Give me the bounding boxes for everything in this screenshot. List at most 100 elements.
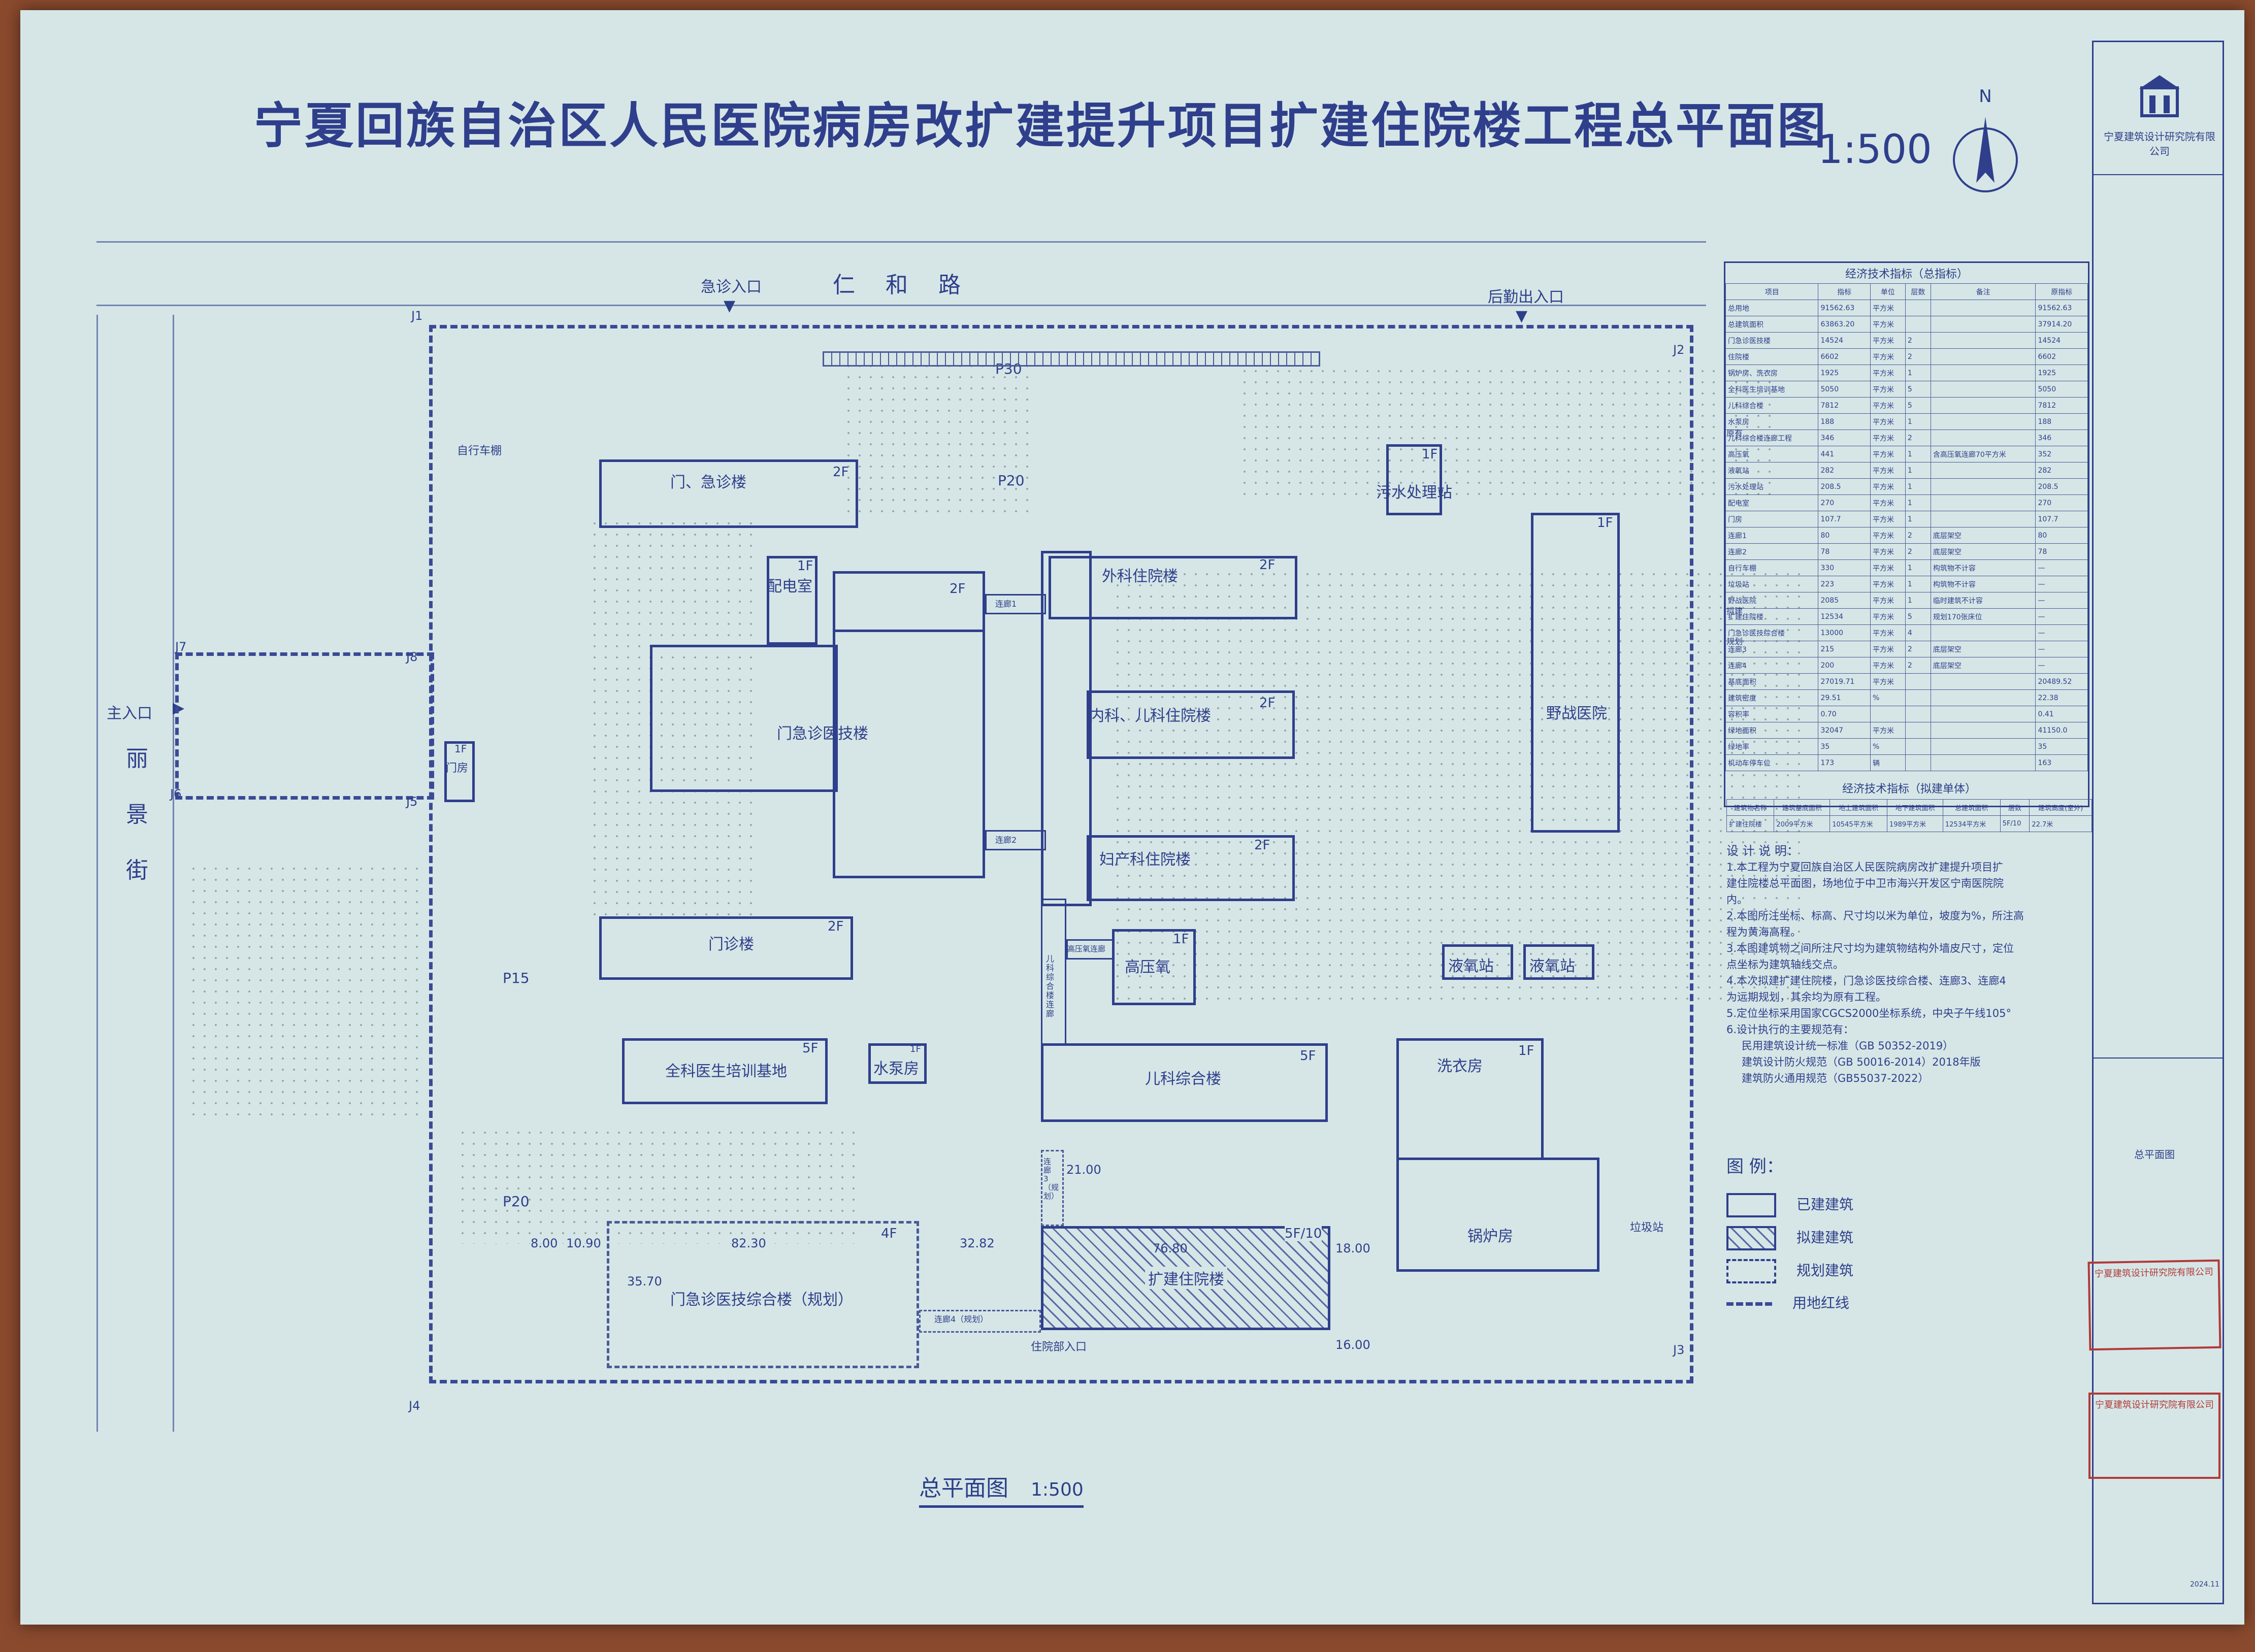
legend-swatch <box>1726 1193 1776 1217</box>
table-cell: 346 <box>2035 429 2088 446</box>
note-line: 点坐标为建筑轴线交点。 <box>1726 959 1844 971</box>
table-header-row: 项目指标单位层数备注原指标 <box>1725 283 2088 300</box>
connector-label: 连廊3（规划） <box>1043 1157 1059 1201</box>
seal-text: 宁夏建筑设计研究院有限公司 <box>2095 1400 2214 1410</box>
table-cell: 平方米 <box>1870 576 1906 592</box>
building-floors: 1F <box>797 558 813 574</box>
table-cell: 底层架空 <box>1930 641 2036 657</box>
table-cell: 1 <box>1905 478 1931 495</box>
table-cell: 163 <box>2035 754 2088 771</box>
building-floors: 1F <box>910 1044 921 1054</box>
table-cell: 门急诊医技楼 <box>1725 332 1819 349</box>
company-name: 宁夏建筑设计研究院有限公司 <box>2104 130 2215 157</box>
building-internal-pediatric-ward <box>1087 690 1295 759</box>
green-area <box>589 518 757 924</box>
table-cell: 2009平方米 <box>1774 815 1831 832</box>
table-header-cell: 地下建筑面积 <box>1887 799 1943 816</box>
building-label: 内科、儿科住院楼 <box>1089 707 1211 725</box>
table-cell <box>1930 300 2036 316</box>
table-cell: 平方米 <box>1870 316 1906 333</box>
table-cell: 平方米 <box>1870 397 1906 414</box>
table-cell: 1 <box>1905 413 1931 430</box>
connector-1 <box>985 594 1046 614</box>
building-gp-training-base <box>622 1038 828 1104</box>
table-cell: 连廊2 <box>1725 543 1819 560</box>
north-arrow-icon <box>1953 117 2018 192</box>
building-label: 高压氧 <box>1125 959 1170 976</box>
caption-scale: 1:500 <box>1031 1479 1084 1500</box>
table-cell: 总建筑面积 <box>1725 316 1819 333</box>
dimension: 76.80 <box>1153 1241 1188 1255</box>
table-cell <box>1930 413 2036 430</box>
table-cell: 27019.71 <box>1818 673 1871 690</box>
building-gatehouse <box>444 741 475 802</box>
table-cell: 总用地 <box>1725 300 1819 316</box>
table-cell: 352 <box>2035 446 2088 462</box>
table-cell: 2 <box>1905 543 1931 560</box>
table-cell: 平方米 <box>1870 348 1906 365</box>
table-header-cell: 层数 <box>1905 283 1931 300</box>
table-cell: 22.7米 <box>2029 815 2092 832</box>
road-edge-line <box>173 315 174 1432</box>
table-cell: 容积率 <box>1725 706 1819 722</box>
title-scale: 1:500 <box>1818 127 1932 173</box>
table-cell: 2 <box>1905 332 1931 349</box>
building-obstetrics-ward <box>1087 835 1295 901</box>
table-cell: 10545平方米 <box>1829 815 1888 832</box>
legend: 图 例： 已建建筑 拟建建筑 规划建筑 用地红线 <box>1726 1152 1980 1345</box>
building-floors: 1F <box>1518 1043 1534 1059</box>
econ-table-2: 建筑物名称建筑基底面积地上建筑面积地下建筑面积总建筑面积层数建筑高度(室外) 扩… <box>1726 799 2092 832</box>
building-label: 门诊楼 <box>708 936 754 953</box>
table-cell: 5F/10 <box>2000 815 2030 832</box>
table-group-label: 规划 <box>1726 637 1743 646</box>
econ-table-single: 经济技术指标（拟建单体） 建筑物名称建筑基底面积地上建筑面积地下建筑面积总建筑面… <box>1726 777 2092 832</box>
table-cell: 底层架空 <box>1930 657 2036 674</box>
legend-item-boundary: 用地红线 <box>1726 1292 1849 1312</box>
table-cell: 200 <box>1818 657 1871 674</box>
table-cell: 底层架空 <box>1930 543 2036 560</box>
table-cell: 绿地面积 <box>1725 722 1819 739</box>
trash-station-label: 垃圾站 <box>1630 1221 1664 1234</box>
table-header-cell: 备注 <box>1930 283 2036 300</box>
note-line: 建筑防火通用规范（GB55037-2022） <box>1742 1072 1929 1084</box>
green-area <box>188 863 421 1117</box>
table-cell: 91562.63 <box>1818 300 1871 316</box>
seal-text: 宁夏建筑设计研究院有限公司 <box>2094 1266 2214 1280</box>
point-j2: J2 <box>1673 343 1685 357</box>
building-floors: 2F <box>950 581 966 597</box>
table-header-row: 建筑物名称建筑基底面积地上建筑面积地下建筑面积总建筑面积层数建筑高度(室外) <box>1726 799 2092 816</box>
point-j3: J3 <box>1673 1343 1685 1357</box>
building-medtech-part <box>650 645 838 792</box>
table-header-cell: 指标 <box>1818 283 1871 300</box>
table-cell <box>1930 316 2036 333</box>
connector-label: 连廊4（规划） <box>934 1314 989 1324</box>
table-cell: 1 <box>1905 576 1931 592</box>
table-cell: 平方米 <box>1870 462 1906 479</box>
legend-item-proposed: 拟建建筑 <box>1726 1226 1853 1250</box>
note-line: 1.本工程为宁夏回族自治区人民医院病房改扩建提升项目扩 <box>1726 861 2004 873</box>
building-power-room <box>767 556 818 645</box>
building-label: 全科医生培训基地 <box>665 1063 787 1080</box>
building-floors: 4F <box>881 1226 897 1241</box>
table-cell: 0.70 <box>1818 706 1871 722</box>
table-cell: 80 <box>1818 527 1871 544</box>
bike-shed-label: 自行车棚 <box>457 445 502 457</box>
building-floors: 2F <box>1254 838 1270 853</box>
table-cell: 扩建住院楼 <box>1726 815 1775 832</box>
connector-label: 连廊1 <box>995 599 1017 609</box>
table-cell: 1 <box>1905 494 1931 511</box>
table-cell: 平方米 <box>1870 478 1906 495</box>
table-header-cell: 建筑物名称 <box>1726 799 1775 816</box>
title-block-date: 2024.11 <box>2190 1580 2219 1589</box>
table-cell: 7812 <box>2035 397 2088 414</box>
